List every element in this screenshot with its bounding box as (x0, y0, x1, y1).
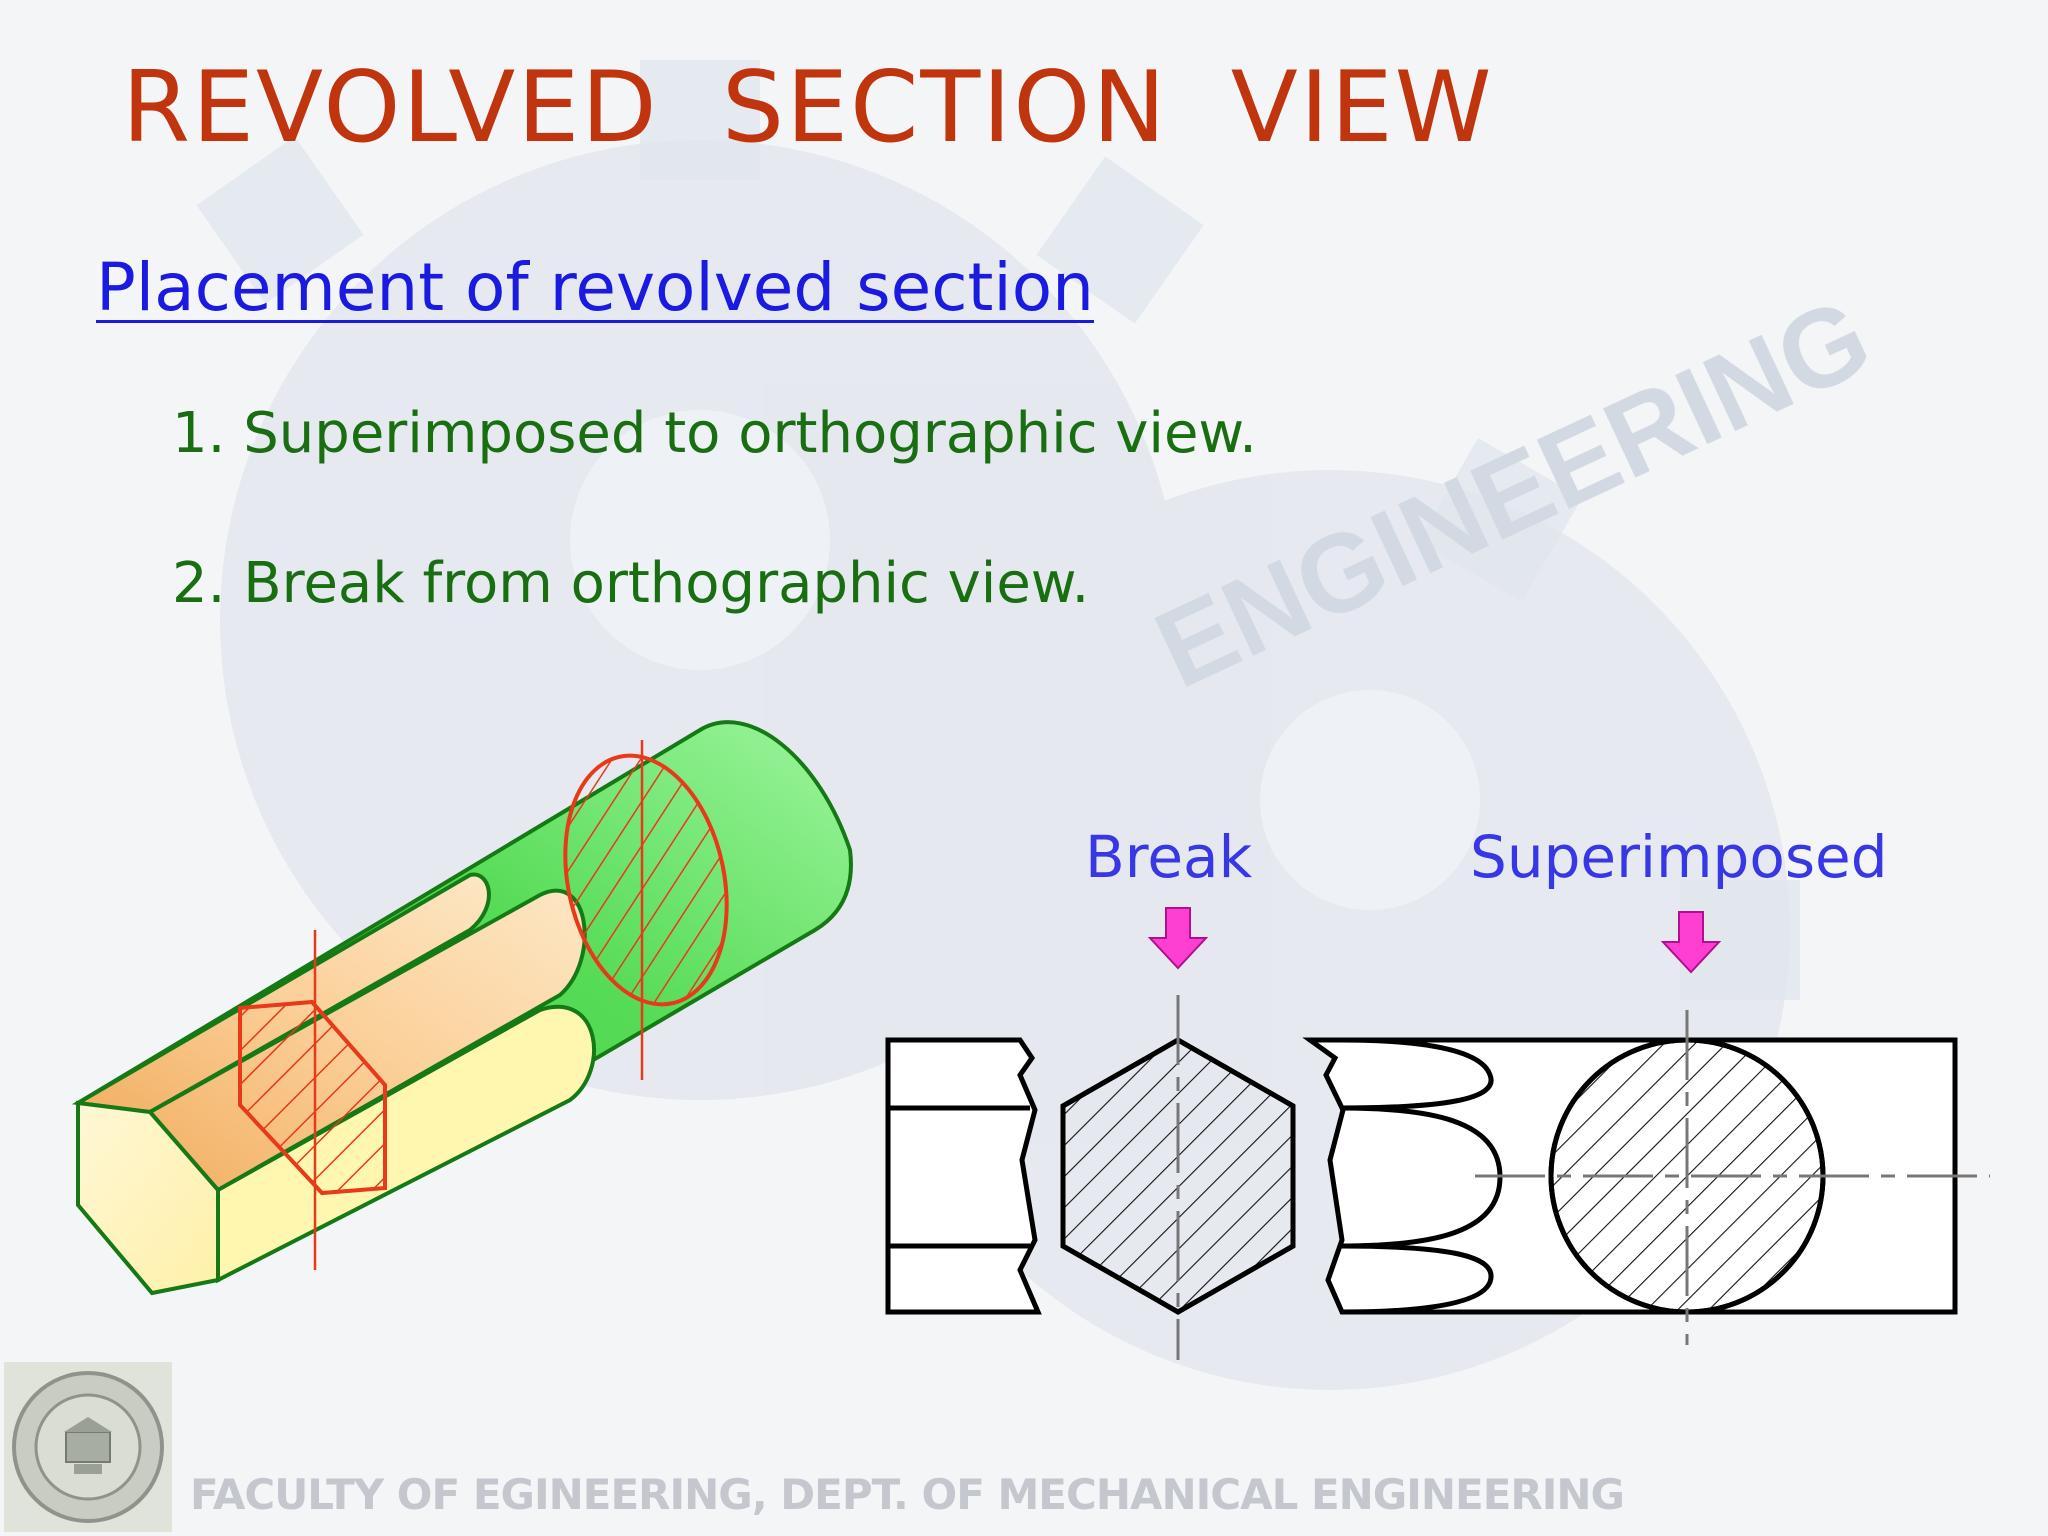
gear-tooth (640, 60, 760, 180)
label-break: Break (1085, 823, 1253, 891)
section-subtitle: Placement of revolved section (96, 249, 1094, 326)
list-item: 2. Break from orthographic view. (172, 551, 1090, 616)
hex-revolved-section (238, 999, 387, 1196)
footer-text: FACULTY OF EGINEERING, DEPT. OF MECHANIC… (190, 1470, 1625, 1519)
fillet-curve (1339, 1037, 1494, 1111)
down-arrow-icon (1147, 907, 1209, 970)
break-stub-left (885, 1037, 1042, 1315)
university-seal-logo (4, 1362, 172, 1532)
fillet-curve (1339, 1243, 1494, 1315)
list-item: 1. Superimposed to orthographic view. (172, 401, 1257, 466)
gear-tooth (196, 136, 364, 304)
hex-flat-top (71, 872, 491, 1115)
slide-title: REVOLVED SECTION VIEW (122, 51, 1494, 165)
label-superimposed: Superimposed (1470, 823, 1888, 891)
circular-revolved-section (563, 753, 729, 1007)
gear-tooth (1036, 156, 1204, 324)
down-arrow-icon (1660, 911, 1722, 974)
gear-hole-large (570, 410, 830, 670)
hex-end-face (76, 1100, 220, 1296)
gear-hole-small (1260, 690, 1480, 910)
gear-tooth (1418, 438, 1582, 602)
hex-flat-bottom (216, 1005, 596, 1284)
